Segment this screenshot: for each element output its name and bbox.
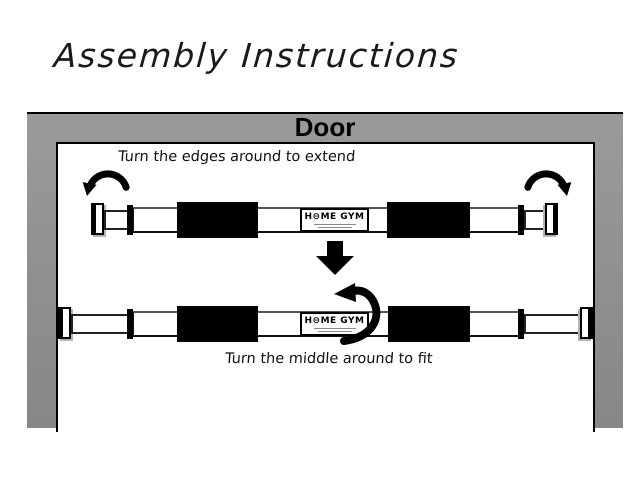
end-cap-left — [58, 307, 71, 339]
foam-grip-left — [177, 202, 258, 238]
door-frame: Door Turn the edges around to extend — [27, 112, 623, 432]
caption-extend: Turn the edges around to extend — [117, 149, 356, 165]
fine-print-line — [317, 331, 352, 332]
rotate-middle-arrow-icon — [334, 283, 381, 345]
door-label: Door — [294, 112, 356, 142]
fine-print-line — [313, 224, 356, 225]
fine-print-line — [313, 328, 356, 329]
foam-grip-right — [388, 306, 470, 342]
end-cap-left — [91, 203, 104, 235]
pullup-bar-retracted: H⊖ME GYM — [58, 202, 593, 238]
page-title: Assembly Instructions — [52, 36, 461, 75]
end-cap-right — [545, 203, 558, 235]
extension-shaft-left — [71, 314, 129, 334]
brand-plate: H⊖ME GYM — [300, 208, 369, 232]
lock-collar-right — [518, 309, 524, 339]
lock-collar-left — [127, 205, 133, 235]
pullup-bar-extended: H⊖ME GYM — [58, 306, 593, 342]
extension-shaft-right — [524, 210, 545, 230]
rotate-ccw-arrow-icon — [82, 170, 130, 196]
rotate-cw-arrow-icon — [524, 170, 572, 196]
lock-collar-right — [518, 205, 524, 235]
caption-fit: Turn the middle around to fit — [224, 351, 434, 367]
brand-plate: H⊖ME GYM — [300, 312, 369, 336]
doorway-interior: Turn the edges around to extend — [56, 142, 595, 432]
extension-shaft-right — [524, 314, 580, 334]
extension-shaft-left — [104, 210, 129, 230]
end-cap-right — [580, 307, 593, 339]
fine-print-line — [317, 227, 352, 228]
brand-label: H⊖ME GYM — [304, 212, 365, 222]
lock-collar-left — [127, 309, 133, 339]
foam-grip-left — [177, 306, 258, 342]
brand-label: H⊖ME GYM — [304, 316, 365, 326]
down-arrow-icon — [316, 241, 354, 275]
foam-grip-right — [387, 202, 470, 238]
